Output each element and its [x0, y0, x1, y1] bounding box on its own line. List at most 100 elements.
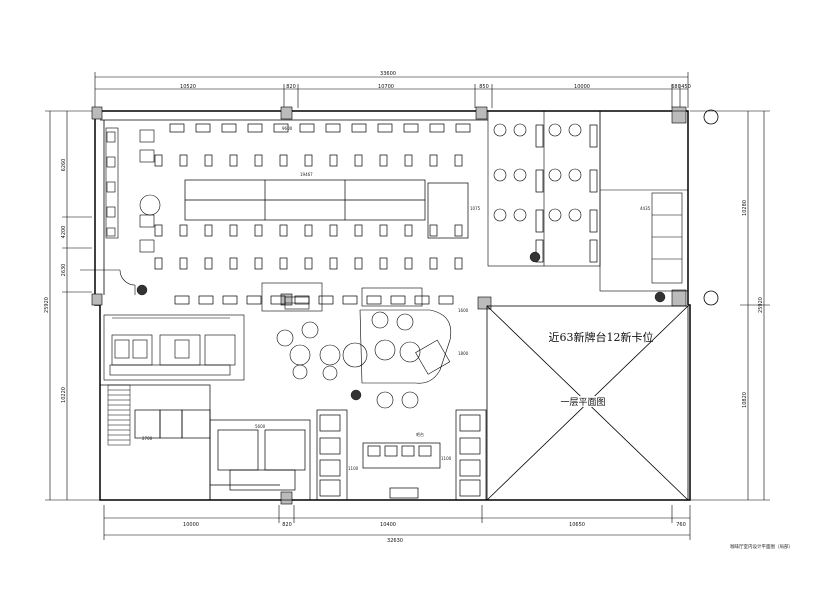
booth-chair: [568, 168, 582, 182]
hall-table: [154, 257, 163, 270]
hall-table: [254, 257, 263, 270]
booth-chair: [493, 168, 507, 182]
hall-table: [404, 224, 413, 237]
top-dimension-lines: [94, 72, 689, 108]
wall-table: [221, 123, 237, 133]
booth-chair: [513, 208, 527, 222]
hall-table: [329, 224, 338, 237]
left-dimension-lines: [45, 110, 100, 501]
booth-chair: [568, 208, 582, 222]
hall-tables: [154, 123, 471, 305]
hall-table: [329, 154, 338, 167]
bottom-dim-2: 820: [282, 522, 292, 528]
wall-table: [455, 123, 471, 133]
booth-bench: [589, 124, 598, 148]
wall-table: [325, 123, 341, 133]
right-dim-2: 10820: [742, 392, 748, 408]
window-table: [222, 295, 238, 305]
structural-columns: [91, 106, 687, 505]
hall-table: [429, 154, 438, 167]
dim-4435: 4435: [640, 206, 651, 211]
left-dim-1: 6260: [61, 159, 67, 172]
left-banquettes: [105, 127, 161, 253]
bar-area: [316, 409, 487, 501]
hall-table: [179, 257, 188, 270]
left-total-dimension: 25920: [44, 297, 50, 313]
wall-table: [247, 123, 263, 133]
hall-table: [379, 154, 388, 167]
hall-table: [454, 154, 463, 167]
void-room-sublabel: 一层平面图: [560, 397, 605, 408]
booth-chair: [513, 123, 527, 137]
booth-bench: [589, 169, 598, 193]
top-dim-5: 10000: [574, 84, 590, 90]
wall-table: [377, 123, 393, 133]
right-dimension-lines: [690, 110, 770, 501]
void-room-sub-bg: [566, 396, 600, 407]
void-room-label-bg: [558, 330, 644, 344]
left-dim-3: 2630: [61, 264, 67, 277]
booth-chair: [568, 123, 582, 137]
window-table: [318, 295, 334, 305]
hall-table: [354, 257, 363, 270]
hall-table: [154, 224, 163, 237]
hall-table: [229, 224, 238, 237]
hall-table: [304, 154, 313, 167]
top-dim-1: 10520: [180, 84, 196, 90]
lower-left-rooms: [99, 384, 311, 501]
center-lounge: [276, 287, 452, 409]
booth-bench: [535, 209, 544, 233]
hall-table: [229, 257, 238, 270]
hall-table: [279, 257, 288, 270]
wall-table: [351, 123, 367, 133]
window-table: [174, 295, 190, 305]
hall-table: [254, 154, 263, 167]
top-dim-4: 850: [479, 84, 489, 90]
hall-table: [454, 257, 463, 270]
central-long-tables: [184, 179, 469, 239]
hall-table: [279, 224, 288, 237]
column-marker-top: [703, 109, 719, 125]
hall-table: [179, 154, 188, 167]
wall-table: [195, 123, 211, 133]
booth-area: [487, 110, 689, 292]
window-table: [246, 295, 262, 305]
left-dim-2: 4200: [61, 226, 67, 239]
void-room-label: 近63新牌台12新卡位: [549, 330, 654, 344]
wall-table: [403, 123, 419, 133]
entrance-area: [80, 269, 323, 312]
hall-table: [204, 224, 213, 237]
dim-1600: 1600: [458, 308, 469, 313]
booth-chair: [548, 168, 562, 182]
window-table: [390, 295, 406, 305]
hall-table: [329, 257, 338, 270]
hall-table: [354, 224, 363, 237]
bottom-dim-1: 10000: [183, 522, 199, 528]
top-dim-3: 10700: [378, 84, 394, 90]
drawing-title: 咖啡厅室内设计平面图（局部）: [730, 543, 793, 550]
top-dim-2: 820: [286, 84, 296, 90]
wall-table: [273, 123, 289, 133]
hall-table: [229, 154, 238, 167]
hall-table: [304, 257, 313, 270]
hall-table: [429, 257, 438, 270]
dim-5600: 5600: [255, 424, 266, 429]
hall-table: [279, 154, 288, 167]
bottom-dim-4: 10650: [569, 522, 585, 528]
booth-bench: [589, 209, 598, 233]
right-partitions: [651, 192, 683, 284]
hall-table: [304, 224, 313, 237]
dim-1075: 1075: [470, 206, 481, 211]
bottom-dimension-lines: [103, 505, 691, 540]
dim-19467: 19467: [300, 172, 313, 177]
dim-1100-left: 1100: [348, 466, 359, 471]
column-marker-bottom: [703, 290, 719, 306]
dim-2700: 2700: [142, 436, 153, 441]
bar-label: 吧台: [416, 431, 424, 437]
wall-table: [299, 123, 315, 133]
dim-1800: 1800: [458, 351, 469, 356]
bottom-dim-5: 760: [676, 522, 686, 528]
dim-1100-right: 1100: [441, 456, 452, 461]
